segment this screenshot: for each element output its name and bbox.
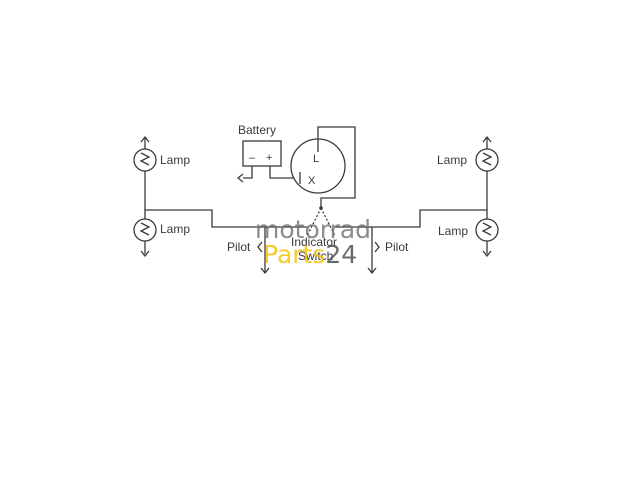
watermark-line1: motorrad — [255, 215, 371, 244]
watermark-24: 24 — [325, 240, 357, 269]
right-pilot-symbol — [374, 241, 380, 253]
left-rear-lamp — [133, 218, 157, 242]
watermark-parts: Parts — [263, 240, 325, 269]
left-pilot-label: Pilot — [227, 240, 251, 254]
battery-box — [242, 140, 282, 167]
battery: Battery – + — [236, 123, 300, 183]
left-front-lamp-filament — [139, 152, 151, 166]
left-circuit: Lamp Lamp Pilot — [133, 135, 307, 275]
left-feed-wire — [145, 209, 307, 228]
watermark-line2: Parts24 — [263, 240, 357, 269]
right-rear-lamp-filament — [481, 222, 493, 236]
left-rear-lamp-label: Lamp — [160, 222, 190, 236]
left-front-lamp — [133, 148, 157, 172]
right-top-arrow — [482, 135, 492, 143]
right-front-lamp — [475, 148, 499, 172]
switch-contact-left — [306, 207, 322, 237]
right-front-lamp-label: Lamp — [437, 153, 467, 167]
battery-label: Battery — [238, 123, 276, 137]
left-pilot-symbol — [257, 241, 263, 253]
battery-plus-lead — [269, 166, 300, 179]
right-bottom-arrow — [482, 250, 492, 258]
flasher-unit: X L — [290, 126, 356, 210]
battery-minus-terminal: – — [249, 152, 256, 164]
left-top-arrow — [140, 135, 150, 143]
switch-contact-right — [320, 207, 336, 237]
battery-ground-arrow — [236, 173, 244, 183]
battery-plus-terminal: + — [266, 152, 272, 164]
indicator-switch-label-1: Indicator — [291, 235, 337, 249]
flasher-terminal-x: X — [308, 175, 316, 187]
right-circuit: Lamp Lamp Pilot — [335, 135, 499, 275]
motorradparts24-watermark: motorrad Parts24 — [255, 215, 371, 269]
right-front-lamp-filament — [481, 152, 493, 166]
right-rear-lamp — [475, 218, 499, 242]
indicator-switch: Indicator Switch — [291, 207, 337, 263]
left-rear-lamp-filament — [139, 222, 151, 236]
left-front-lamp-label: Lamp — [160, 153, 190, 167]
battery-minus-lead — [243, 166, 253, 179]
left-pilot-ground-arrow — [260, 267, 270, 275]
left-bottom-arrow — [140, 250, 150, 258]
flasher-terminal-l: L — [313, 153, 319, 165]
right-pilot-ground-arrow — [367, 267, 377, 275]
right-pilot-label: Pilot — [385, 240, 409, 254]
indicator-switch-label-2: Switch — [298, 249, 333, 263]
right-feed-wire — [335, 209, 487, 228]
right-rear-lamp-label: Lamp — [438, 224, 468, 238]
flasher-l-lead — [317, 126, 356, 207]
